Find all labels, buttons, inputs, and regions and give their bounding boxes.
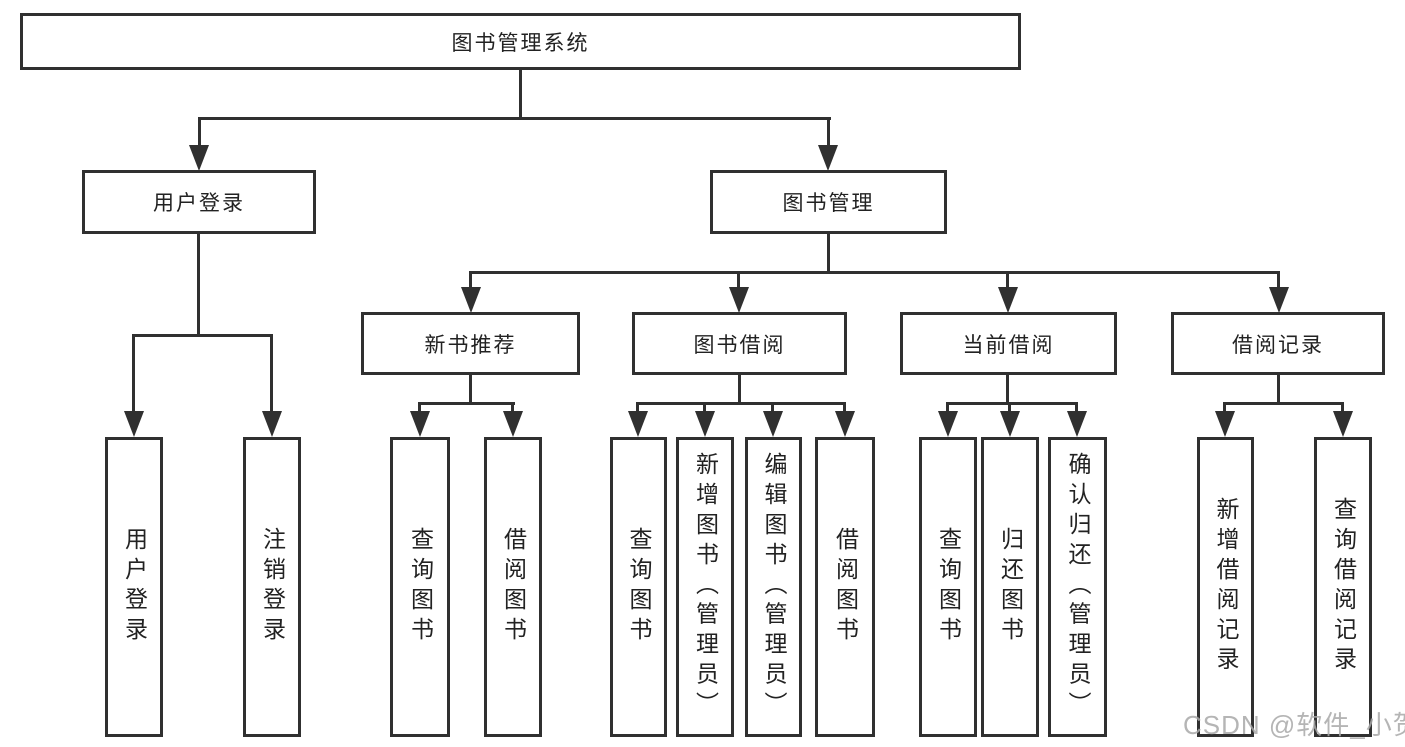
connector-hline bbox=[469, 271, 1280, 274]
node-new-book-recommend-label: 新书推荐 bbox=[424, 333, 517, 357]
leaf-borrow-add-books-admin: 新增图书（管理员） bbox=[676, 437, 734, 737]
leaf-current-confirm-return-admin: 确认归还（管理员） bbox=[1048, 437, 1107, 737]
connector-vline bbox=[771, 402, 774, 416]
connector-vline bbox=[636, 402, 639, 416]
arrowhead-down-icon bbox=[189, 145, 209, 171]
arrowhead-down-icon bbox=[628, 411, 648, 437]
leaf-logout-label: 注销登录 bbox=[259, 527, 286, 647]
node-borrow-records-label: 借阅记录 bbox=[1232, 333, 1324, 357]
leaf-records-query-record-label: 查询借阅记录 bbox=[1330, 497, 1357, 677]
leaf-current-confirm-return-admin-label: 确认归还（管理员） bbox=[1065, 452, 1091, 722]
node-borrow-records: 借阅记录 bbox=[1171, 312, 1385, 375]
leaf-current-return-books: 归还图书 bbox=[981, 437, 1039, 737]
leaf-user-login-label: 用户登录 bbox=[121, 527, 148, 647]
connector-vline bbox=[418, 402, 421, 416]
connector-vline bbox=[198, 117, 201, 149]
connector-hline bbox=[132, 334, 273, 337]
leaf-logout: 注销登录 bbox=[243, 437, 301, 737]
leaf-records-add-record: 新增借阅记录 bbox=[1197, 437, 1254, 737]
leaf-records-add-record-label: 新增借阅记录 bbox=[1213, 497, 1239, 677]
leaf-borrow-query-books: 查询图书 bbox=[610, 437, 667, 737]
node-current-borrowing: 当前借阅 bbox=[900, 312, 1117, 375]
connector-vline bbox=[737, 271, 740, 291]
connector-vline bbox=[197, 234, 200, 337]
arrowhead-down-icon bbox=[1333, 411, 1353, 437]
connector-vline bbox=[1277, 375, 1280, 404]
node-new-book-recommend: 新书推荐 bbox=[361, 312, 580, 375]
connector-vline bbox=[132, 334, 135, 412]
node-book-management-label: 图书管理 bbox=[782, 192, 875, 215]
leaf-borrow-edit-books-admin-label: 编辑图书（管理员） bbox=[761, 452, 787, 722]
node-current-borrowing-label: 当前借阅 bbox=[962, 333, 1055, 357]
leaf-recommend-borrow-books: 借阅图书 bbox=[484, 437, 542, 737]
leaf-borrow-query-books-label: 查询图书 bbox=[626, 527, 652, 647]
connector-vline bbox=[1223, 402, 1226, 416]
node-root: 图书管理系统 bbox=[20, 13, 1021, 70]
leaf-borrow-add-books-admin-label: 新增图书（管理员） bbox=[692, 452, 719, 722]
arrowhead-down-icon bbox=[410, 411, 430, 437]
arrowhead-down-icon bbox=[461, 287, 481, 313]
arrowhead-down-icon bbox=[503, 411, 523, 437]
leaf-records-query-record: 查询借阅记录 bbox=[1314, 437, 1372, 737]
arrowhead-down-icon bbox=[1067, 411, 1087, 437]
node-book-management: 图书管理 bbox=[710, 170, 947, 234]
connector-vline bbox=[469, 375, 472, 404]
leaf-recommend-borrow-books-label: 借阅图书 bbox=[500, 527, 527, 647]
arrowhead-down-icon bbox=[695, 411, 715, 437]
node-root-label: 图书管理系统 bbox=[451, 31, 590, 55]
connector-vline bbox=[703, 402, 706, 416]
leaf-recommend-query-books: 查询图书 bbox=[390, 437, 450, 737]
leaf-borrow-borrow-books: 借阅图书 bbox=[815, 437, 875, 737]
connector-hline bbox=[418, 402, 515, 405]
connector-hline bbox=[636, 402, 846, 405]
arrowhead-down-icon bbox=[818, 145, 838, 171]
connector-vline bbox=[1006, 375, 1009, 404]
connector-vline bbox=[1008, 402, 1011, 416]
connector-vline bbox=[827, 117, 830, 149]
arrowhead-down-icon bbox=[938, 411, 958, 437]
arrowhead-down-icon bbox=[124, 411, 144, 437]
connector-vline bbox=[738, 375, 741, 404]
arrowhead-down-icon bbox=[1000, 411, 1020, 437]
watermark: CSDN @软件_小贺同学 bbox=[1183, 710, 1405, 740]
connector-vline bbox=[511, 402, 514, 416]
node-user-login: 用户登录 bbox=[82, 170, 316, 234]
leaf-current-return-books-label: 归还图书 bbox=[997, 527, 1024, 647]
connector-vline bbox=[1075, 402, 1078, 416]
node-book-borrowing: 图书借阅 bbox=[632, 312, 847, 375]
connector-vline bbox=[1341, 402, 1344, 416]
node-book-borrowing-label: 图书借阅 bbox=[693, 333, 786, 357]
arrowhead-down-icon bbox=[835, 411, 855, 437]
connector-vline bbox=[827, 234, 830, 274]
connector-hline bbox=[1223, 402, 1344, 405]
leaf-borrow-edit-books-admin: 编辑图书（管理员） bbox=[745, 437, 802, 737]
leaf-current-query-books: 查询图书 bbox=[919, 437, 977, 737]
arrowhead-down-icon bbox=[763, 411, 783, 437]
connector-hline bbox=[946, 402, 1078, 405]
connector-hline bbox=[198, 117, 831, 120]
connector-vline bbox=[946, 402, 949, 416]
connector-vline bbox=[270, 334, 273, 412]
connector-vline bbox=[469, 271, 472, 291]
arrowhead-down-icon bbox=[1269, 287, 1289, 313]
leaf-borrow-borrow-books-label: 借阅图书 bbox=[832, 527, 859, 647]
connector-vline bbox=[519, 70, 522, 120]
arrowhead-down-icon bbox=[729, 287, 749, 313]
connector-vline bbox=[1277, 271, 1280, 291]
arrowhead-down-icon bbox=[998, 287, 1018, 313]
leaf-current-query-books-label: 查询图书 bbox=[935, 527, 962, 647]
arrowhead-down-icon bbox=[262, 411, 282, 437]
connector-vline bbox=[1006, 271, 1009, 291]
connector-vline bbox=[843, 402, 846, 416]
leaf-recommend-query-books-label: 查询图书 bbox=[407, 527, 434, 647]
arrowhead-down-icon bbox=[1215, 411, 1235, 437]
node-user-login-label: 用户登录 bbox=[153, 192, 245, 215]
leaf-user-login: 用户登录 bbox=[105, 437, 163, 737]
